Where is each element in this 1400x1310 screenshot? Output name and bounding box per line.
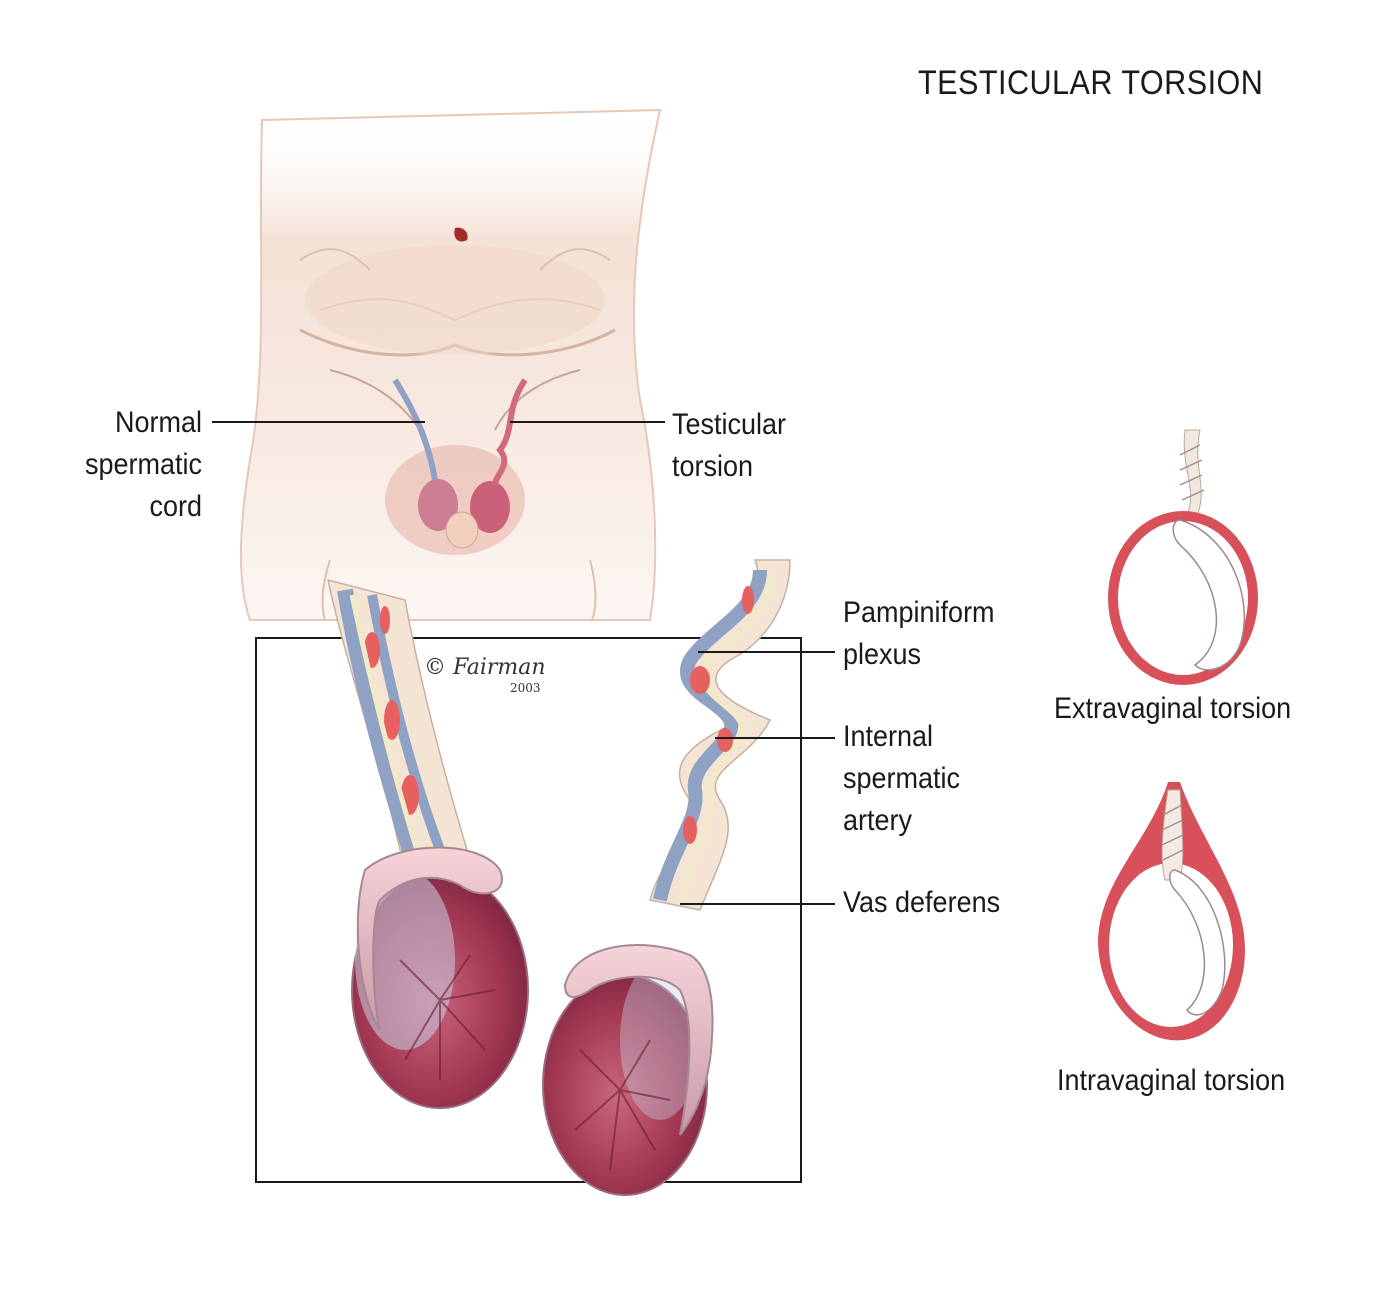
label-pampiniform-plexus: Pampiniform plexus [843,592,995,676]
artist-signature: © Fairman 2003 [424,655,546,695]
normal-testis-illustration [327,578,529,1109]
label-line: spermatic [84,448,202,481]
label-internal-spermatic-artery: Internal spermatic artery [843,716,960,842]
torsed-testis-illustration [542,559,791,1196]
label-testicular-torsion: Testicular torsion [672,404,786,488]
label-normal-spermatic-cord: Normal spermatic cord [85,402,202,528]
label-line: spermatic [843,762,961,795]
label-vas-deferens: Vas deferens [843,886,1001,919]
label-line: cord [149,490,202,523]
label-line: torsion [672,450,754,483]
label-extravaginal-torsion: Extravaginal torsion [1054,692,1292,725]
intravaginal-torsion-diagram [1098,782,1245,1041]
label-line: artery [843,804,913,837]
navel [454,227,468,242]
torso-figure [239,108,662,621]
leader-lines [212,421,835,905]
signature-mark: © Fairman [424,655,546,680]
label-line: Internal [843,720,934,753]
label-line: Normal [114,406,202,439]
detail-inset-frame [255,637,802,1183]
label-intravaginal-torsion: Intravaginal torsion [1057,1064,1286,1097]
diagram-title: TESTICULAR TORSION [918,64,1264,102]
extravaginal-torsion-diagram [1108,429,1258,685]
label-line: Pampiniform [843,596,995,629]
signature-year: 2003 [510,681,541,695]
label-line: Testicular [672,408,787,441]
label-line: plexus [843,638,922,671]
